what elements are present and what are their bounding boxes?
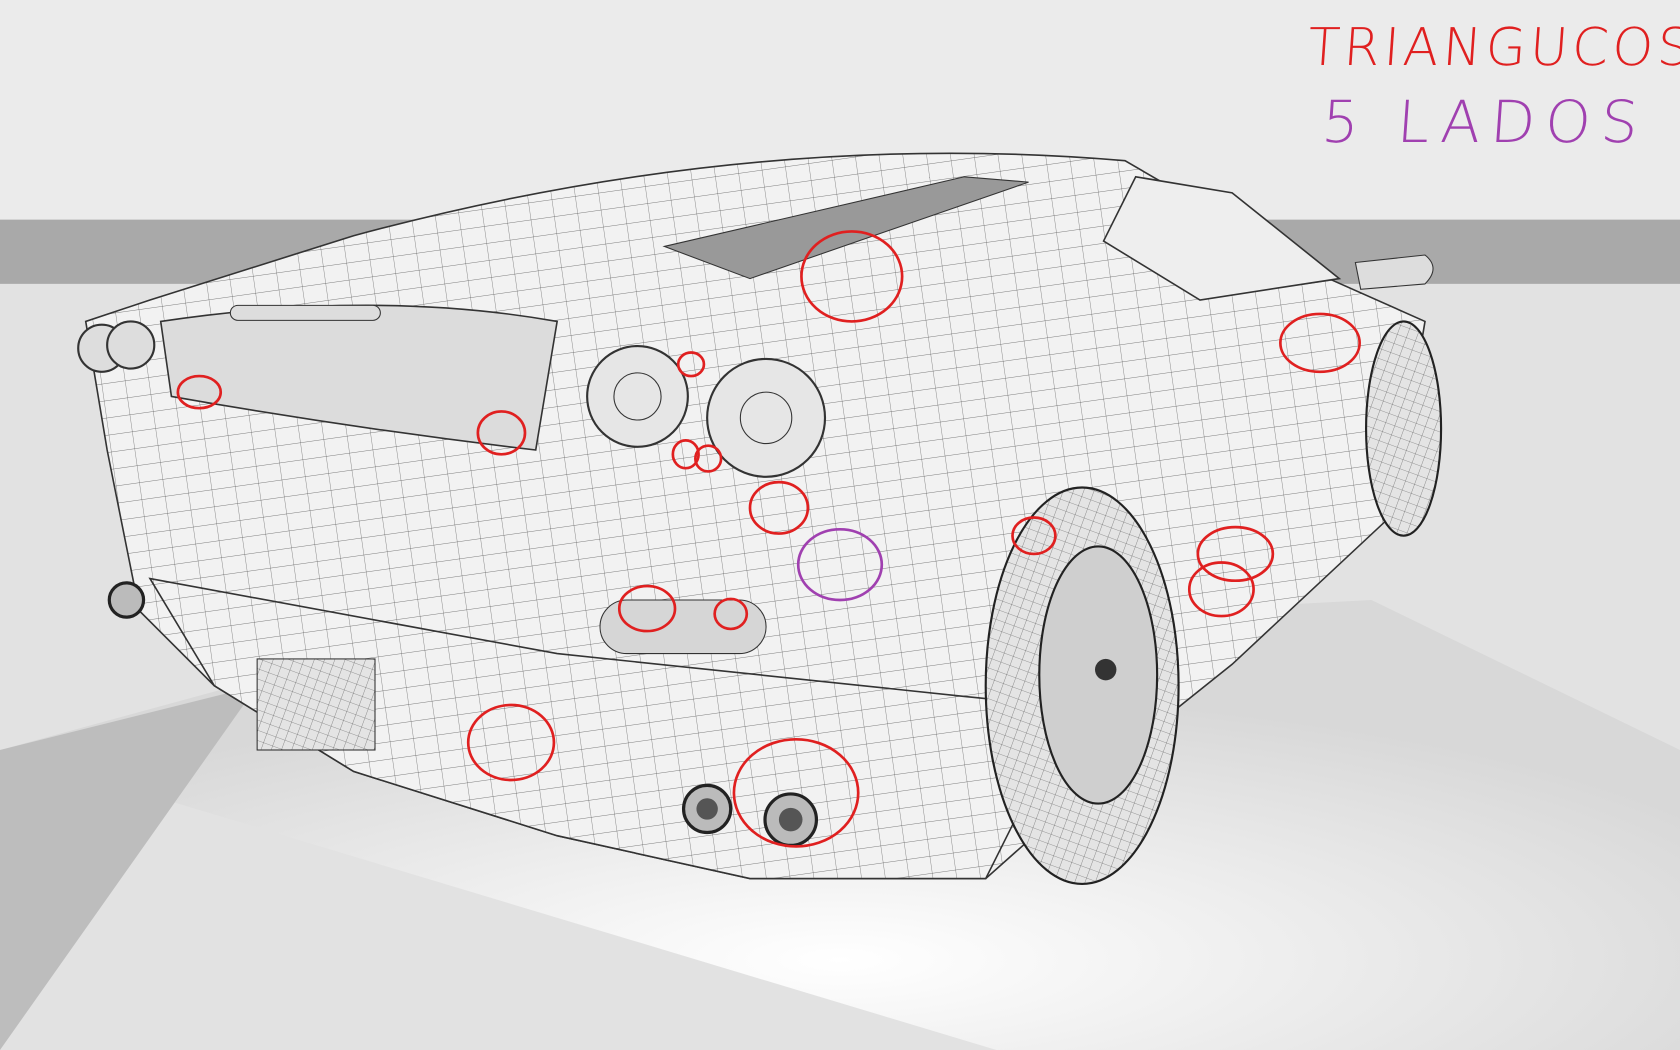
triangle-marker [800,230,904,323]
diffuser-grille [256,658,376,751]
license-plate-recess [599,599,767,655]
triangle-marker [748,480,810,535]
five-sides-marker [796,527,884,602]
engine-cover-vents [662,176,1029,280]
triangle-marker [176,374,223,410]
triangles-annotation: TRIANGUCOS [1305,18,1680,78]
exhausts [107,581,819,847]
triangle-marker [676,351,706,378]
triangle-marker [1196,525,1275,583]
triangle-marker [671,439,700,470]
rear-wheel [984,486,1180,885]
triangle-marker [476,410,527,456]
triangle-marker [732,737,860,848]
triangle-marker [1187,561,1255,618]
triangle-marker [1011,516,1057,556]
side-mirror [1354,254,1434,290]
triangle-marker [466,703,556,782]
triangle-marker [1279,312,1361,374]
front-wheel [1364,320,1443,537]
triangle-marker [694,444,723,473]
car-model [77,152,1443,885]
rear-window [1102,175,1342,301]
triangle-markers [176,230,1361,848]
triangle-marker [617,584,677,633]
triangle-marker [713,597,749,631]
five-sides-annotation: 5 LADOS [1319,88,1651,156]
rear-spoiler [229,304,381,321]
tail-lights [77,320,827,478]
